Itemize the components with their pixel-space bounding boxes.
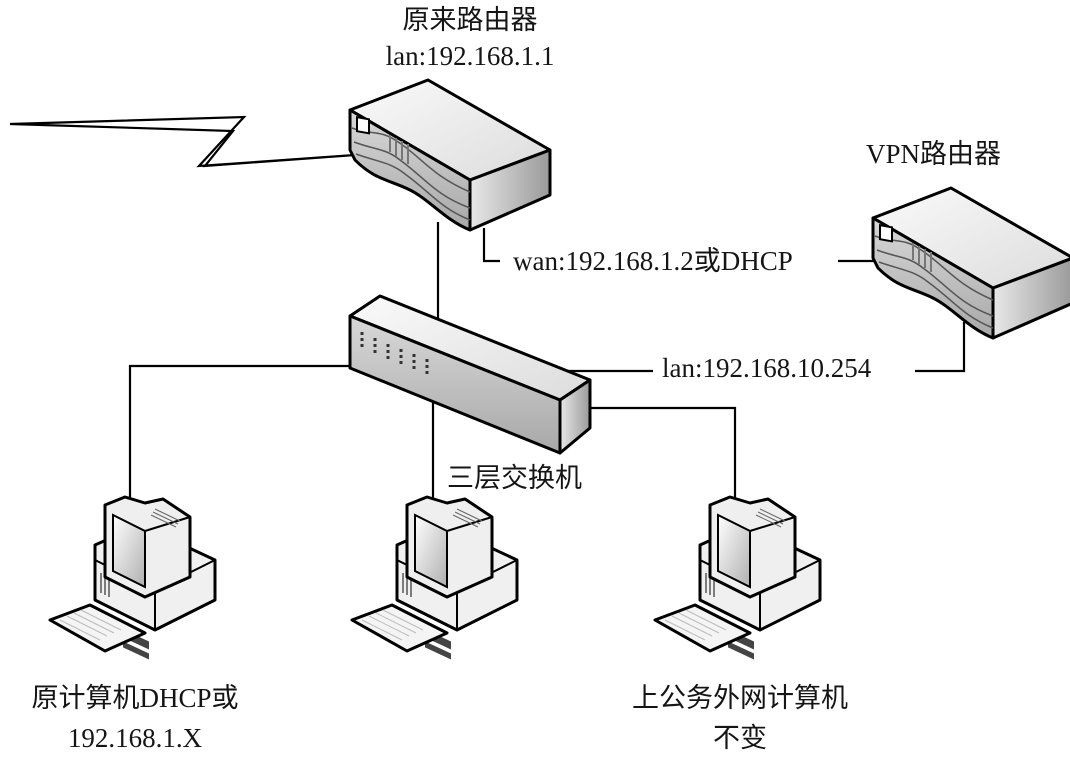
switch-name: 三层交换机 bbox=[447, 463, 582, 493]
pc-middle-icon bbox=[350, 495, 519, 661]
layer3-switch-icon bbox=[348, 294, 592, 455]
vpn-router-icon bbox=[871, 186, 1070, 340]
vpn-wan-label: wan:192.168.1.2或DHCP bbox=[513, 246, 793, 276]
vpn-lan-link bbox=[915, 322, 966, 373]
pc-public-label-line1: 上公务外网计算机 bbox=[632, 683, 848, 713]
pc-original-label-line1: 原计算机DHCP或 bbox=[31, 683, 239, 713]
vpn-wan-link bbox=[482, 228, 500, 263]
vpn-router-name: VPN路由器 bbox=[866, 139, 1002, 169]
pc-public-icon bbox=[653, 495, 822, 661]
pc-public-label-line2: 不变 bbox=[713, 723, 767, 753]
vpn-lan-label: lan:192.168.10.254 bbox=[662, 353, 872, 383]
pc-original-label-line2: 192.168.1.X bbox=[67, 723, 203, 753]
pc-original-icon bbox=[48, 495, 217, 661]
switch-pc-right-link bbox=[568, 406, 737, 502]
original-router-name: 原来路由器 bbox=[402, 5, 538, 35]
internet-link bbox=[9, 115, 356, 168]
original-router-icon bbox=[348, 78, 552, 232]
original-router-ip: lan:192.168.1.1 bbox=[385, 41, 555, 71]
switch-pc-left-link bbox=[128, 364, 380, 500]
